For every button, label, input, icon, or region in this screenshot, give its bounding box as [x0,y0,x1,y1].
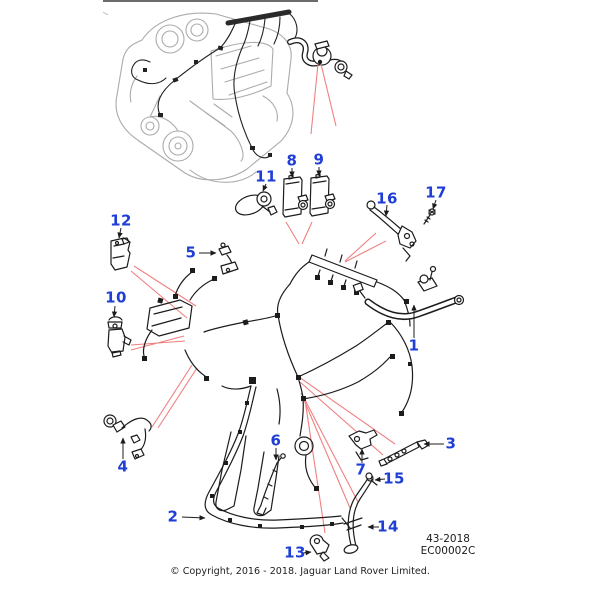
part-12-illustration[interactable] [110,237,131,271]
part-13-illustration[interactable] [309,534,330,562]
figure-number: 43-2018 [426,533,470,545]
callout-1[interactable]: 1 [408,336,420,355]
part-6-illustration[interactable] [256,453,286,516]
figure-code: EC00002C [420,545,476,558]
callout-11[interactable]: 11 [255,167,277,186]
callout-7[interactable]: 7 [355,460,367,479]
callout-6[interactable]: 6 [270,431,282,450]
part-9-illustration[interactable] [309,173,336,217]
part-3-illustration[interactable] [378,439,430,467]
callout-17[interactable]: 17 [425,183,447,202]
part-16-illustration[interactable] [366,200,417,262]
part-4-illustration[interactable] [103,414,152,460]
callout-3[interactable]: 3 [445,434,457,453]
main-harness-illustration[interactable] [142,248,465,529]
callout-12[interactable]: 12 [110,211,132,230]
engine-harness-overlay [131,9,298,159]
part-11-illustration[interactable] [233,191,278,218]
locator-lines [130,63,396,534]
leader-lines [111,167,444,556]
page-edge-line [102,0,318,16]
figure-reference: 43-2018 EC00002C [400,533,496,558]
callout-2[interactable]: 2 [167,507,179,526]
callout-8[interactable]: 8 [286,151,298,170]
engine-hose-sensor[interactable] [287,37,353,80]
callout-5[interactable]: 5 [185,243,197,262]
part-17-illustration[interactable] [423,208,436,225]
part-14-illustration[interactable] [341,472,373,555]
copyright-notice: © Copyright, 2016 - 2018. Jaguar Land Ro… [170,566,430,577]
part-10-illustration[interactable] [107,316,132,358]
callout-15[interactable]: 15 [383,469,405,488]
engine-illustration [115,12,294,183]
callout-14[interactable]: 14 [377,517,399,536]
callout-4[interactable]: 4 [117,457,129,476]
part-5-illustration[interactable] [218,242,239,275]
callout-16[interactable]: 16 [376,189,398,208]
part-7-illustration[interactable] [348,429,378,461]
callout-10[interactable]: 10 [105,288,127,307]
part-8-illustration[interactable] [282,174,309,218]
callout-9[interactable]: 9 [313,150,325,169]
callout-13[interactable]: 13 [284,543,306,562]
